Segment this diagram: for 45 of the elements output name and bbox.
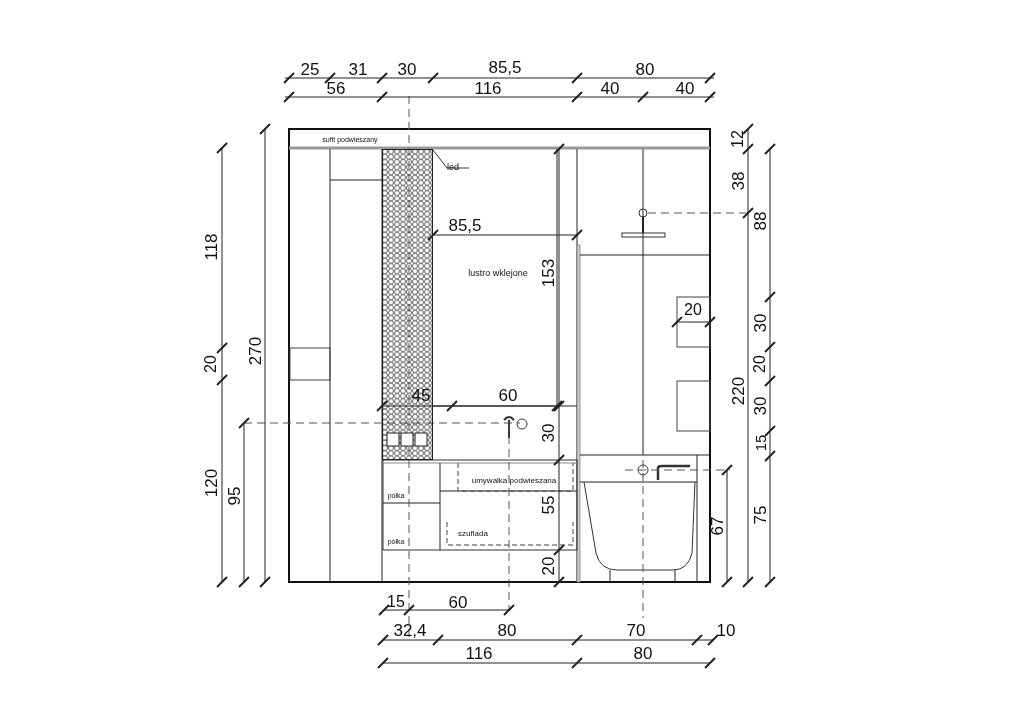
dimension-label: 30: [539, 423, 557, 443]
dimension-label: 85,5: [488, 58, 522, 76]
dimension-label: 20: [539, 556, 557, 576]
dimension-label: 40: [600, 79, 620, 97]
dimension-label: 67: [708, 516, 726, 536]
dimension-label: 20: [752, 355, 768, 373]
dimension-label: 75: [751, 505, 769, 525]
dimension-label: 80: [633, 644, 653, 662]
dimension-label: 30: [751, 313, 769, 333]
dimension-label: 15: [387, 594, 405, 610]
dimension-label: 32,4: [393, 621, 427, 639]
dimension-label: 116: [465, 644, 493, 662]
dimension-label: 85,5: [448, 216, 482, 234]
dimension-label: 20: [684, 302, 702, 318]
note-label: umywalka podwieszana: [471, 477, 557, 485]
dimension-label: 80: [497, 621, 517, 639]
dimension-label: 38: [729, 171, 747, 191]
dimension-label: 30: [751, 396, 769, 416]
dimension-label: 30: [397, 60, 417, 78]
callout-label: led: [447, 162, 459, 172]
dimension-label: 55: [539, 495, 557, 515]
dimension-label: 88: [751, 211, 769, 231]
dimension-label: 31: [348, 60, 368, 78]
dimension-label: 20: [203, 355, 219, 373]
dimension-label: 220: [729, 376, 747, 406]
dimension-label: 15: [752, 434, 768, 452]
dimension-label: 270: [246, 336, 264, 366]
dimension-label: 118: [202, 233, 220, 261]
dimension-label: 60: [498, 386, 518, 404]
dimension-label: 153: [539, 258, 557, 288]
dimension-label: 40: [675, 79, 695, 97]
dimension-label: 45: [411, 386, 431, 404]
dimension-label: 10: [716, 621, 736, 639]
note-label: lustro wklejone: [468, 268, 528, 278]
dimension-label: 116: [474, 79, 502, 97]
note-label: szuflada: [458, 530, 488, 538]
dimension-label: 56: [326, 79, 346, 97]
dimension-label: 120: [202, 468, 220, 498]
dimension-label: 12: [730, 130, 746, 148]
dimension-label: 95: [225, 486, 243, 506]
dimension-label: 80: [635, 60, 655, 78]
leader-line: [432, 149, 470, 169]
dimension-label: 25: [300, 60, 320, 78]
dimension-label: 70: [626, 621, 646, 639]
dimension-label: 60: [448, 593, 468, 611]
